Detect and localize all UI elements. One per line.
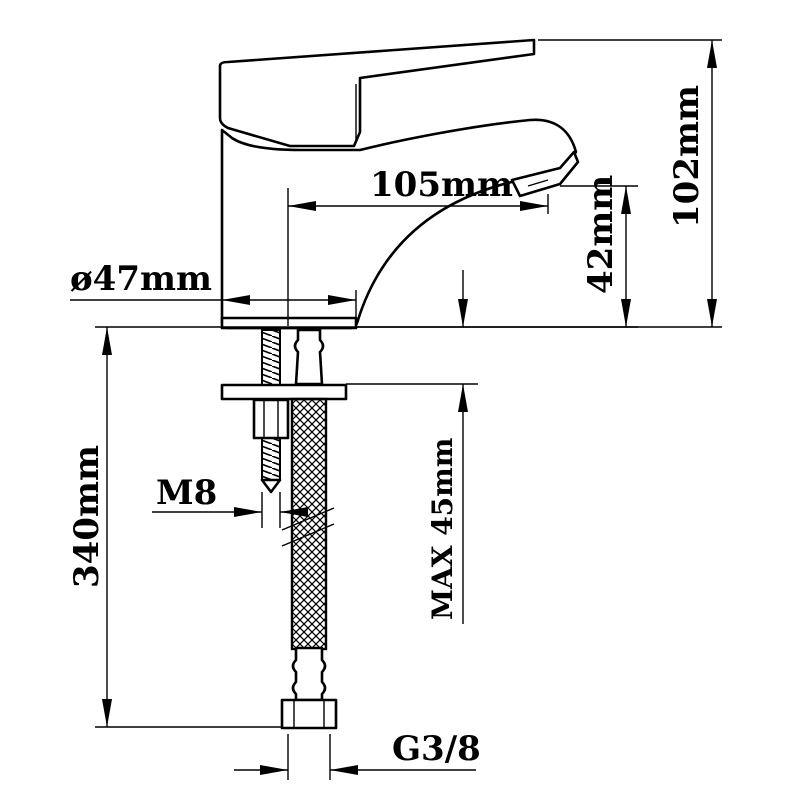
- handle-lever: [218, 38, 536, 148]
- mounting-hardware: [220, 328, 348, 730]
- hose-bottom-fitting: [291, 646, 327, 702]
- label-max-deck: MAX 45mm: [426, 438, 459, 620]
- faucet-column: [220, 118, 578, 330]
- label-base-diameter: ø47mm: [70, 259, 212, 299]
- faucet-base-ring: [220, 316, 358, 330]
- mounting-plate: [220, 383, 348, 401]
- faucet-body: [218, 38, 580, 330]
- label-total-height: 102mm: [667, 85, 707, 228]
- dim-spout-length: [287, 188, 549, 326]
- dim-total-height: [538, 39, 722, 327]
- hex-nut: [252, 398, 290, 440]
- hose-top-fitting: [293, 328, 325, 386]
- label-stud-thread: M8: [156, 473, 217, 513]
- dim-base-diameter: [70, 290, 357, 318]
- dim-stud-thread: [152, 492, 308, 528]
- label-spout-height: 42mm: [581, 175, 621, 294]
- connector-nut: [280, 698, 338, 730]
- dim-hose-connection: [234, 734, 476, 780]
- dim-max-deck: [346, 270, 478, 624]
- label-spout-length: 105mm: [370, 165, 513, 205]
- dim-spout-height: [560, 185, 638, 327]
- label-hose-length: 340mm: [67, 445, 107, 588]
- dim-hose-length: [95, 327, 282, 728]
- label-hose-connection: G3/8: [392, 729, 481, 769]
- aerator: [510, 150, 580, 198]
